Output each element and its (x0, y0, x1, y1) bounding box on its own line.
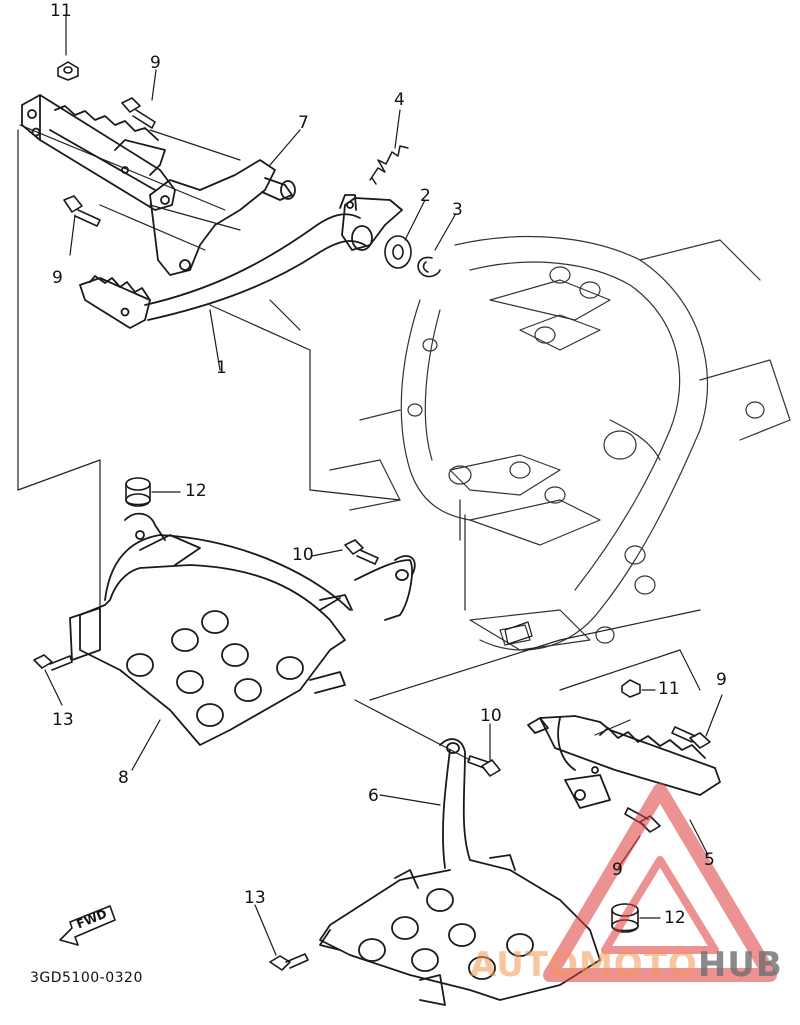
step-plate-8 (70, 514, 415, 745)
fwd-arrow-icon (60, 906, 115, 945)
watermark-text: AUTOMOTOHUB (470, 945, 783, 985)
part-label-7: 7 (298, 113, 309, 133)
bolt-9-left (64, 196, 100, 226)
part-label-5: 5 (704, 850, 715, 870)
catalog-code: 3GD5100-0320 (30, 970, 143, 986)
bolt-9-right (672, 727, 710, 748)
right-footrest-5 (528, 716, 720, 808)
watermark-text-part-b: HUB (697, 945, 783, 985)
bolt-13-lower (270, 954, 308, 970)
part-label-11-right: 11 (658, 679, 680, 699)
guide-lines (18, 125, 700, 760)
part-label-6: 6 (368, 786, 379, 806)
part-label-1: 1 (216, 358, 227, 378)
frame-outline (330, 237, 790, 650)
part-label-9-lower: 9 (612, 860, 623, 880)
frame-reference-tag (505, 622, 532, 644)
part-label-9-right: 9 (716, 670, 727, 690)
bolt-9-upper (122, 98, 155, 128)
label-leaders (45, 15, 722, 955)
part-label-9-top: 9 (150, 53, 161, 73)
bolt-10-upper (345, 540, 378, 564)
part-label-8: 8 (118, 768, 129, 788)
washer-2 (385, 236, 411, 268)
part-label-10-lower: 10 (480, 706, 502, 726)
part-label-4: 4 (394, 90, 405, 110)
footrest-bracket-7 (150, 160, 295, 275)
brake-pedal-1 (80, 195, 402, 328)
watermark-text-part-a: AUTOMOTO (470, 945, 698, 985)
nut-11-right (622, 680, 640, 697)
spring-4 (370, 146, 408, 184)
part-label-13-lower: 13 (244, 888, 266, 908)
left-footrest (22, 95, 175, 210)
part-label-2: 2 (420, 186, 431, 206)
watermark-triangle-icon (550, 790, 770, 975)
part-label-12-top: 12 (185, 481, 207, 501)
nut-11-upper (58, 62, 78, 80)
part-label-11-top: 11 (50, 1, 72, 21)
part-label-3: 3 (452, 200, 463, 220)
part-label-13-left: 13 (52, 710, 74, 730)
bolt-10-lower (468, 756, 500, 776)
grommet-12-upper (126, 478, 150, 506)
part-label-12-lower: 12 (664, 908, 686, 928)
part-label-9-left: 9 (52, 268, 63, 288)
step-plate-6 (320, 739, 600, 1005)
bolt-13-left (34, 655, 72, 670)
part-label-10-top: 10 (292, 545, 314, 565)
circlip-3 (418, 257, 440, 276)
